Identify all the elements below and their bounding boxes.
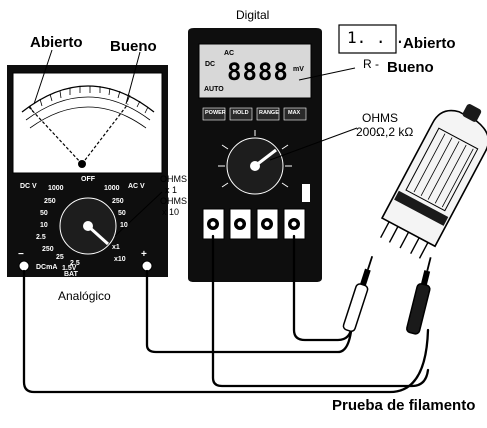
analog-meter-face — [12, 72, 163, 174]
lcd-annot-ac: AC — [224, 50, 235, 57]
digital-dial-ticks — [218, 130, 292, 188]
tube-pins — [380, 221, 429, 259]
digital-ohms-label-1: OHMS — [362, 111, 398, 125]
tube-envelope — [380, 109, 487, 248]
leader-lines — [33, 49, 358, 237]
analog-multimeter: − + — [7, 65, 168, 277]
needle-good-position — [81, 103, 129, 165]
key-max[interactable] — [283, 107, 307, 121]
dial-mark-dcv-250: 250 — [44, 198, 56, 205]
minus-sign: − — [18, 249, 24, 260]
analog-open-label: Abierto — [30, 34, 83, 51]
lead-digital-common — [211, 234, 430, 388]
digital-jacks — [202, 208, 306, 240]
digital-open-label: Abierto — [403, 35, 456, 52]
analog-scale-arc — [21, 85, 155, 113]
dial-mark-dcv-50: 50 — [40, 210, 48, 217]
leader-digital-ohms — [269, 127, 358, 161]
dial-mark-acv-10: 10 — [120, 222, 128, 229]
needle-open-position — [27, 105, 83, 165]
digital-slide-switch[interactable] — [302, 184, 310, 202]
analog-title: Analógico — [58, 289, 111, 303]
lcd-annot-auto: AUTO — [204, 86, 224, 93]
key-max-label: MAX — [288, 110, 301, 116]
dial-mark-dcma-2.5: 2.5 — [70, 260, 80, 267]
analog-jack-positive[interactable] — [141, 260, 153, 272]
digital-lcd — [198, 43, 312, 99]
digital-ohms-label-2: 200Ω,2 kΩ — [356, 125, 414, 139]
test-leads — [22, 234, 430, 394]
analog-jack-negative[interactable] — [18, 260, 30, 272]
lead-analog-negative — [22, 269, 430, 394]
analog-scale-arc — [29, 106, 147, 129]
analog-ohms-label-4: x 10 — [162, 207, 180, 217]
analog-ohms-label-2: x 1 — [165, 185, 178, 195]
analog-ohms-label-1: OHMS — [160, 174, 187, 184]
lead-analog-positive — [145, 269, 354, 354]
dial-mark-dcv-10: 10 — [40, 222, 48, 229]
dial-mark-dcv: DC V — [20, 183, 37, 190]
probe-left — [342, 255, 374, 332]
dial-mark-1.5v: 1.5V — [62, 265, 77, 272]
analog-selector-hub — [83, 221, 93, 231]
digital-title: Digital — [236, 8, 270, 22]
dial-mark-bat: BAT — [64, 271, 78, 278]
digital-good-prefix: R - — [363, 57, 379, 71]
dial-mark-dcma: DCmA — [36, 264, 58, 271]
dial-mark-x10: x10 — [114, 256, 126, 263]
leader-analog-ohms — [114, 191, 163, 237]
lcd-annot-dc: DC — [205, 61, 216, 68]
open-reading-box — [338, 24, 397, 54]
analog-good-label: Bueno — [110, 38, 157, 55]
vacuum-tube — [380, 104, 487, 259]
key-hold[interactable] — [229, 107, 253, 121]
leader-analog-good — [125, 51, 141, 105]
dial-mark-off: OFF — [81, 176, 95, 183]
lead-digital-ohms — [292, 234, 354, 342]
analog-scale-arc — [25, 96, 151, 121]
key-power-label: POWER — [205, 110, 226, 116]
open-reading-display: 1. . . — [347, 28, 405, 47]
key-power[interactable] — [202, 107, 226, 121]
digital-multimeter — [188, 28, 322, 282]
tube-tip — [462, 104, 482, 122]
plus-sign: + — [141, 249, 147, 260]
tube-base-band — [394, 190, 449, 226]
dial-mark-dcma-25: 25 — [56, 254, 64, 261]
filament-test-label: Prueba de filamento — [332, 397, 476, 414]
leader-analog-open — [33, 49, 53, 105]
digital-good-label: Bueno — [387, 59, 434, 76]
key-range-label: RANGE — [259, 110, 279, 116]
dial-mark-x1: x1 — [112, 244, 120, 251]
lcd-annot-mv: mV — [293, 66, 304, 73]
analog-ohms-label-3: OHMS — [160, 196, 187, 206]
digital-keys — [202, 107, 307, 121]
key-range[interactable] — [256, 107, 280, 121]
dial-mark-dcma-250: 250 — [42, 246, 54, 253]
leader-digital-good — [298, 67, 356, 81]
digital-selector-hub — [250, 161, 260, 171]
needle-pivot — [78, 160, 86, 168]
dial-mark-dcv-2.5: 2.5 — [36, 234, 46, 241]
probe-right — [406, 257, 432, 335]
digital-lcd-digits: 8888 — [227, 58, 289, 86]
dial-mark-acv: AC V — [128, 183, 145, 190]
tube-electrodes — [405, 127, 479, 212]
dial-mark-acv-50: 50 — [118, 210, 126, 217]
dial-mark-acv-1000: 1000 — [104, 185, 120, 192]
dial-mark-dcv-1000: 1000 — [48, 185, 64, 192]
key-hold-label: HOLD — [233, 110, 249, 116]
probes — [342, 255, 432, 335]
dial-mark-acv-250: 250 — [112, 198, 124, 205]
